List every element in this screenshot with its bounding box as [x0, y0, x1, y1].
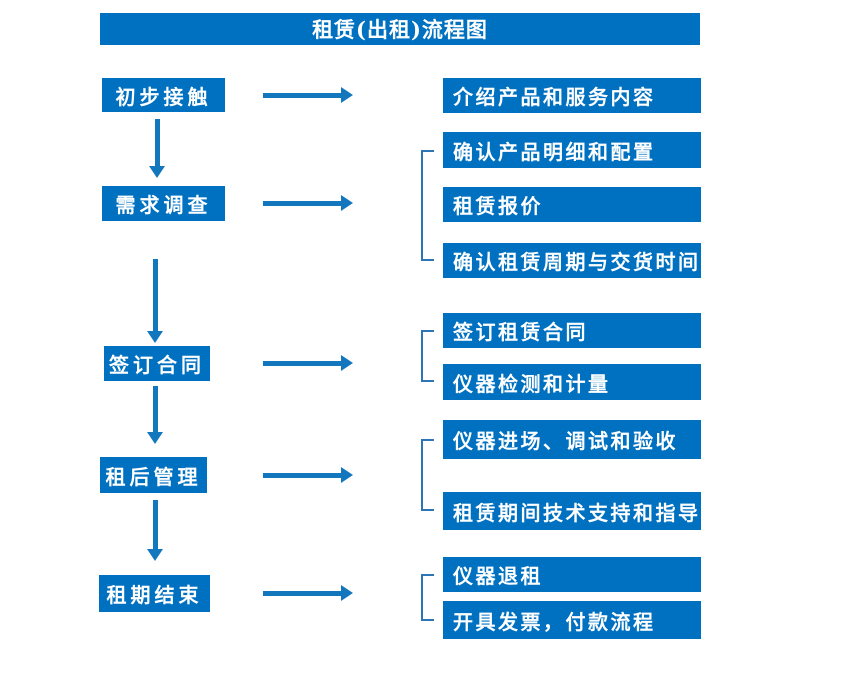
flowchart-title: 租赁(出租)流程图	[100, 13, 700, 45]
detail-box-confirm-details-config: 确认产品明细和配置	[443, 132, 701, 168]
group-bracket-rental-end	[421, 574, 434, 621]
right-arrow-1	[263, 87, 353, 103]
step-box-sign-contract: 签订合同	[104, 346, 210, 381]
step-box-initial-contact: 初步接触	[102, 78, 225, 112]
detail-box-confirm-period-delivery: 确认租赁周期与交货时间	[443, 243, 701, 278]
group-bracket-sign-contract	[421, 330, 434, 382]
right-arrow-5	[263, 585, 353, 601]
detail-box-technical-support: 租赁期间技术支持和指导	[443, 492, 701, 530]
detail-box-instrument-setup-acceptance: 仪器进场、调试和验收	[443, 420, 701, 459]
detail-box-invoice-payment: 开具发票，付款流程	[443, 601, 701, 639]
step-box-rental-end: 租期结束	[99, 575, 210, 612]
right-arrow-2	[263, 195, 353, 211]
detail-box-instrument-testing: 仪器检测和计量	[443, 364, 701, 400]
detail-box-introduce-products: 介绍产品和服务内容	[443, 78, 701, 113]
detail-box-sign-rental-contract: 签订租赁合同	[443, 313, 701, 348]
right-arrow-4	[263, 467, 353, 483]
right-arrow-3	[263, 355, 353, 371]
down-arrow-2	[147, 259, 163, 343]
detail-box-instrument-return: 仪器退租	[443, 557, 701, 592]
step-box-demand-survey: 需求调查	[102, 186, 225, 221]
down-arrow-1	[149, 119, 165, 178]
group-bracket-demand-survey	[421, 150, 434, 261]
down-arrow-4	[147, 500, 163, 561]
down-arrow-3	[147, 386, 163, 444]
detail-box-rental-quote: 租赁报价	[443, 187, 701, 222]
group-bracket-post-rental	[421, 439, 434, 511]
step-box-post-rental-management: 租后管理	[100, 457, 207, 493]
